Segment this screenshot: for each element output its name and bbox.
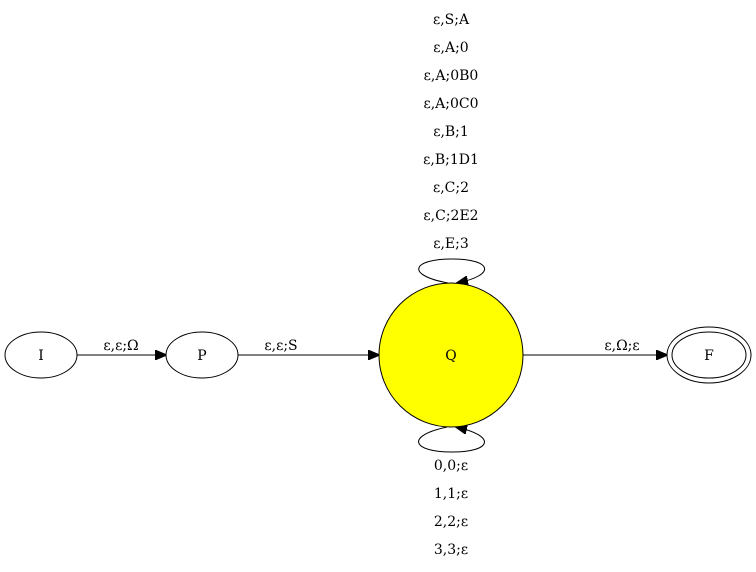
loop-top-label-4: ε,B;1 — [433, 124, 469, 140]
loop-top-label-1: ε,A;0 — [433, 40, 468, 56]
loop-bottom-label-1: 1,1;ε — [434, 486, 468, 502]
node-i: I — [4, 331, 78, 379]
loop-top-label-0: ε,S;A — [433, 12, 470, 28]
node-f: F — [666, 326, 752, 384]
loop-bottom-label-3: 3,3;ε — [434, 542, 468, 558]
loop-bottom-labels: 0,0;ε 1,1;ε 2,2;ε 3,3;ε — [434, 458, 468, 558]
loop-top-labels: ε,S;A ε,A;0 ε,A;0B0 ε,A;0C0 ε,B;1 ε,B;1D1 ε,C;… — [423, 12, 479, 252]
node-f-label: F — [704, 348, 714, 364]
loop-top-label-8: ε,E;3 — [433, 236, 469, 252]
node-i-label: I — [38, 348, 44, 364]
edge-i-p-label: ε,ε;Ω — [103, 338, 138, 354]
loop-top-label-7: ε,C;2E2 — [423, 208, 478, 224]
edge-q-f-label: ε,Ω;ε — [604, 338, 639, 354]
edge-p-q-label: ε,ε;S — [264, 338, 297, 354]
node-p: P — [165, 331, 239, 379]
loop-top-label-2: ε,A;0B0 — [424, 68, 479, 84]
loop-top-label-5: ε,B;1D1 — [423, 152, 479, 168]
loop-bottom-label-0: 0,0;ε — [434, 458, 468, 474]
loop-bottom-label-2: 2,2;ε — [434, 514, 468, 530]
node-p-label: P — [197, 348, 206, 364]
loop-top-label-6: ε,C;2 — [433, 180, 469, 196]
loop-top-label-3: ε,A;0C0 — [423, 96, 478, 112]
loop-top-q — [418, 258, 485, 283]
loop-bottom-q — [418, 427, 485, 453]
node-q: Q — [378, 282, 524, 428]
node-q-label: Q — [445, 348, 456, 364]
